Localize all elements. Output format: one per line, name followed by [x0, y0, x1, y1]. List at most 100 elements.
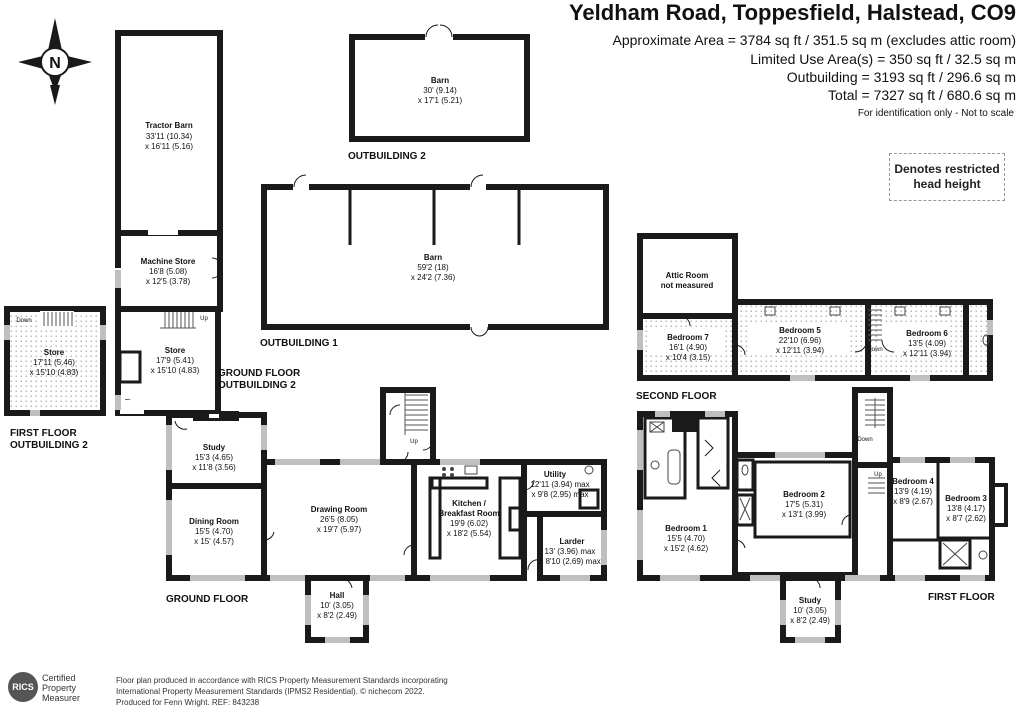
svg-text:x 8'2 (2.49): x 8'2 (2.49) [790, 616, 830, 625]
compass-label: N [49, 55, 61, 72]
room-name: Barn [424, 253, 442, 262]
rics-logo: RICS [8, 672, 38, 702]
svg-text:x 10'4 (3.15): x 10'4 (3.15) [666, 353, 711, 362]
svg-text:x 8'10 (2.69) max: x 8'10 (2.69) max [539, 557, 601, 566]
outbuilding2-first [4, 306, 106, 416]
floor-label: GROUND FLOOR [166, 594, 249, 605]
svg-text:x 15'10 (4.83): x 15'10 (4.83) [30, 368, 79, 377]
svg-text:x 9'8 (2.95) max: x 9'8 (2.95) max [531, 490, 588, 499]
room-name: Attic Room [666, 271, 709, 280]
rics-badge: RICS Certified Property Measurer [8, 672, 108, 707]
page-title: Yeldham Road, Toppesfield, Halstead, CO9 [568, 0, 1016, 25]
stairs-down-label: Down [867, 347, 882, 353]
outbuilding2-barn [349, 24, 530, 142]
svg-text:x 18'2 (5.54): x 18'2 (5.54) [447, 529, 492, 538]
room-name: Study [203, 443, 226, 452]
room-name: Dining Room [189, 517, 239, 526]
svg-text:x 19'7 (5.97): x 19'7 (5.97) [317, 525, 362, 534]
room-name: Hall [330, 591, 345, 600]
svg-text:10' (3.05): 10' (3.05) [320, 601, 354, 610]
room-name: Bedroom 5 [779, 326, 821, 335]
floor-label: OUTBUILDING 1 [260, 338, 338, 349]
svg-text:17'5 (5.31): 17'5 (5.31) [785, 500, 823, 509]
floor-label: FIRST FLOOR [10, 428, 77, 439]
identification-note: For identification only - Not to scale [857, 108, 1014, 119]
svg-text:x 11'8 (3.56): x 11'8 (3.56) [192, 463, 236, 472]
svg-text:22'10 (6.96): 22'10 (6.96) [779, 336, 822, 345]
svg-text:15'5 (4.70): 15'5 (4.70) [195, 527, 233, 536]
svg-text:x 8'9 (2.67): x 8'9 (2.67) [893, 497, 933, 506]
room-name: Study [799, 596, 822, 605]
room-name: Utility [544, 470, 567, 479]
stairs-up-label: Up [874, 472, 882, 478]
svg-text:x 15' (4.57): x 15' (4.57) [194, 537, 234, 546]
svg-text:33'11 (10.34): 33'11 (10.34) [146, 132, 193, 141]
room-name: Bedroom 3 [945, 494, 987, 503]
svg-text:17'9 (5.41): 17'9 (5.41) [156, 356, 194, 365]
svg-text:59'2 (18): 59'2 (18) [417, 263, 449, 272]
outbuilding2-ground: Up [115, 30, 223, 416]
svg-text:15'5 (4.70): 15'5 (4.70) [667, 534, 705, 543]
area-approximate: Approximate Area = 3784 sq ft / 351.5 sq… [612, 32, 1016, 48]
svg-text:13' (3.96) max: 13' (3.96) max [545, 547, 596, 556]
stairs-up-label: Up [200, 316, 208, 322]
room-name: Store [44, 348, 65, 357]
svg-text:30' (9.14): 30' (9.14) [423, 86, 457, 95]
svg-text:16'1 (4.90): 16'1 (4.90) [669, 343, 707, 352]
ground-floor-plan: Up [166, 387, 607, 643]
room-name: Bedroom 4 [892, 477, 934, 486]
svg-text:not measured: not measured [661, 281, 714, 290]
second-floor-plan [637, 233, 993, 381]
floor-label: GROUND FLOOR [218, 368, 301, 379]
svg-text:x 12'11 (3.94): x 12'11 (3.94) [776, 346, 824, 355]
room-name: Store [165, 346, 186, 355]
outbuilding1-barn [261, 174, 609, 337]
stairs-down-label: Down [857, 437, 872, 443]
room-name: Larder [560, 537, 585, 546]
svg-text:Breakfast Room: Breakfast Room [438, 509, 499, 518]
svg-text:x 15'10 (4.83): x 15'10 (4.83) [151, 366, 200, 375]
svg-text:12'11 (3.94) max: 12'11 (3.94) max [530, 480, 589, 489]
room-name: Bedroom 7 [667, 333, 709, 342]
room-name: Tractor Barn [145, 121, 193, 130]
room-name: Bedroom 6 [906, 329, 948, 338]
restricted-height-legend: Denotes restricted head height [889, 153, 1005, 201]
svg-text:13'9 (4.19): 13'9 (4.19) [894, 487, 932, 496]
svg-text:x 13'1 (3.99): x 13'1 (3.99) [782, 510, 827, 519]
room-name: Drawing Room [311, 505, 367, 514]
svg-text:15'3 (4.65): 15'3 (4.65) [195, 453, 233, 462]
floor-label: FIRST FLOOR [928, 592, 995, 603]
stairs-up-label: Up [410, 439, 418, 445]
floor-label: OUTBUILDING 2 [348, 151, 426, 162]
svg-text:16'8 (5.08): 16'8 (5.08) [149, 267, 187, 276]
room-name: Bedroom 2 [783, 490, 825, 499]
svg-text:17'11 (5.46): 17'11 (5.46) [33, 358, 75, 367]
svg-text:x 12'5 (3.78): x 12'5 (3.78) [146, 277, 191, 286]
svg-text:x 12'11 (3.94): x 12'11 (3.94) [903, 349, 951, 358]
area-limited-use: Limited Use Area(s) = 350 sq ft / 32.5 s… [750, 51, 1016, 67]
first-floor-plan [637, 387, 1008, 643]
svg-text:x 16'11 (5.16): x 16'11 (5.16) [145, 142, 193, 151]
svg-text:13'8 (4.17): 13'8 (4.17) [947, 504, 985, 513]
svg-text:10' (3.05): 10' (3.05) [793, 606, 827, 615]
room-name: Barn [431, 76, 449, 85]
area-total: Total = 7327 sq ft / 680.6 sq m [828, 87, 1016, 103]
room-name: Machine Store [141, 257, 196, 266]
stairs-down-label: Down [16, 318, 31, 324]
floor-label: OUTBUILDING 2 [218, 380, 296, 391]
room-name: Bedroom 1 [665, 524, 707, 533]
svg-text:x 15'2 (4.62): x 15'2 (4.62) [664, 544, 709, 553]
svg-text:13'5 (4.09): 13'5 (4.09) [908, 339, 946, 348]
svg-text:26'5 (8.05): 26'5 (8.05) [320, 515, 358, 524]
room-name: Kitchen / [452, 499, 487, 508]
svg-text:x 8'7 (2.62): x 8'7 (2.62) [946, 514, 986, 523]
svg-text:x 8'2 (2.49): x 8'2 (2.49) [317, 611, 357, 620]
floor-label: SECOND FLOOR [636, 391, 717, 402]
svg-text:x 17'1 (5.21): x 17'1 (5.21) [418, 96, 463, 105]
compass-icon: N [18, 18, 92, 105]
svg-text:19'9 (6.02): 19'9 (6.02) [450, 519, 488, 528]
footer-note: Floor plan produced in accordance with R… [116, 676, 448, 707]
area-outbuilding: Outbuilding = 3193 sq ft / 296.6 sq m [786, 69, 1016, 85]
svg-text:x 24'2 (7.36): x 24'2 (7.36) [411, 273, 456, 282]
